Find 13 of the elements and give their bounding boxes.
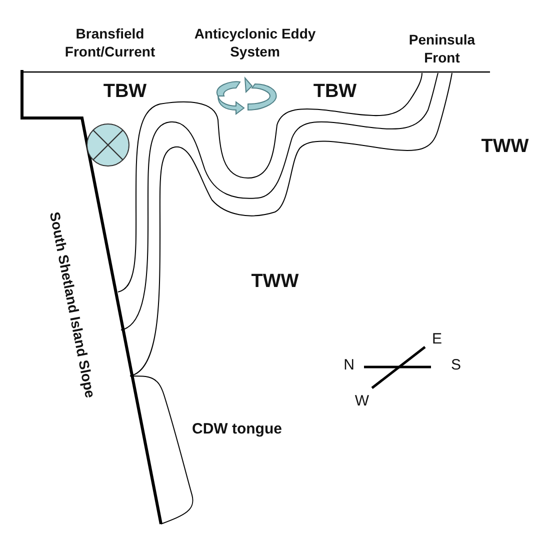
region-label: TBW <box>102 80 148 104</box>
region-label: S <box>450 356 462 376</box>
region-label: W <box>354 392 370 412</box>
region-label: E <box>430 330 443 350</box>
region-label: N <box>342 356 356 376</box>
region-label: TWW <box>250 270 300 294</box>
region-label: TWW <box>480 135 530 159</box>
region-label: Peninsula Front <box>408 32 476 66</box>
region-label: Bransfield Front/Current <box>64 26 156 60</box>
slope-label: South Shetland Island Slope <box>46 210 100 402</box>
region-label: CDW tongue <box>191 420 283 440</box>
region-label: Anticyclonic Eddy System <box>193 26 317 60</box>
region-label: TBW <box>312 80 358 104</box>
